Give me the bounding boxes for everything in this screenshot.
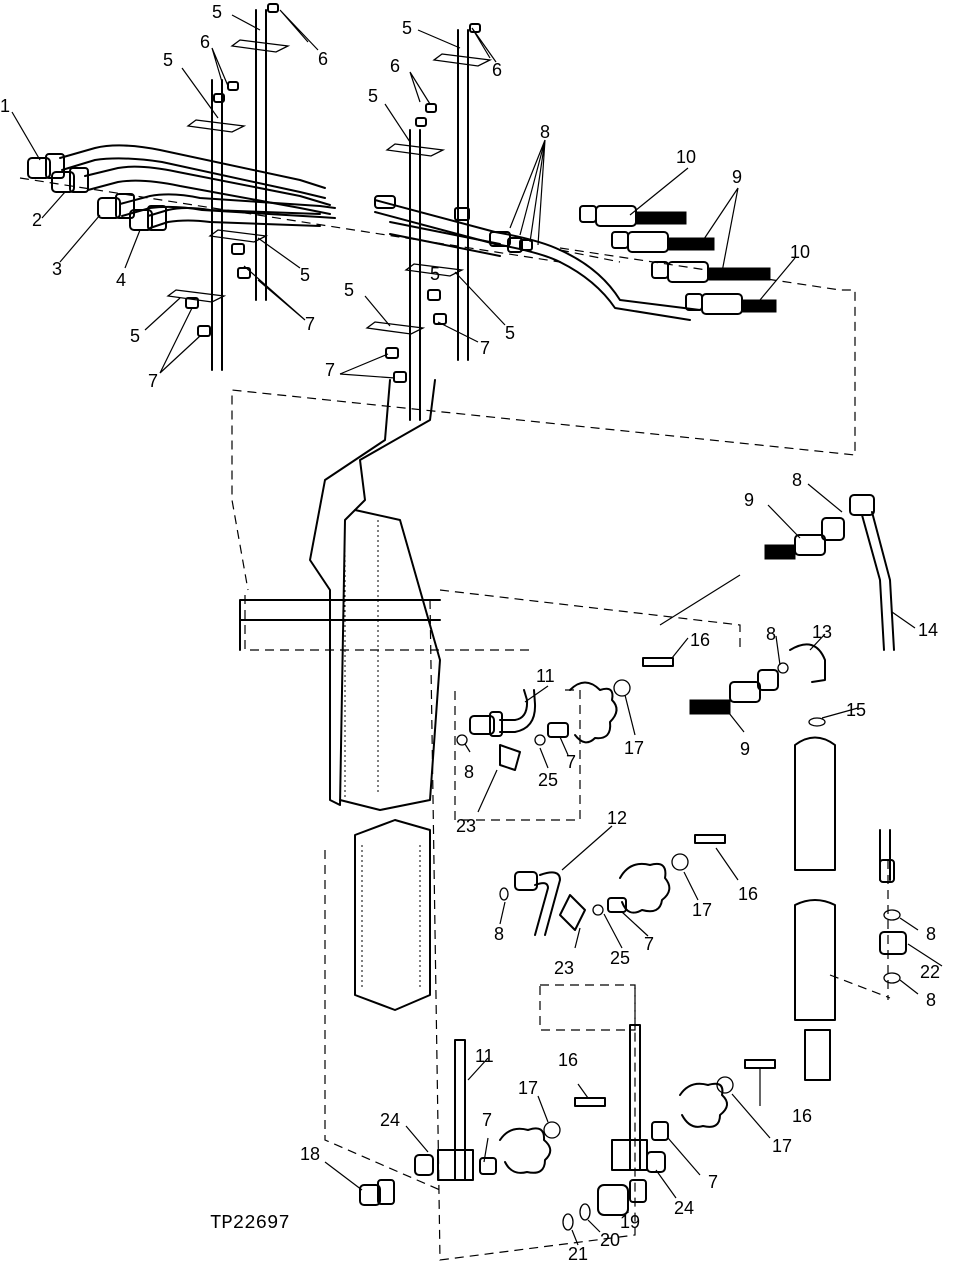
callout-17: 17 xyxy=(772,1136,792,1156)
callout-7: 7 xyxy=(482,1110,492,1130)
tube-fittings-1-4 xyxy=(27,153,167,231)
callout-8: 8 xyxy=(464,762,474,782)
callout-8: 8 xyxy=(926,990,936,1010)
dashed-outlines xyxy=(231,247,891,1261)
callout-3: 3 xyxy=(52,259,62,279)
callout-7: 7 xyxy=(148,371,158,391)
callout-6: 6 xyxy=(390,56,400,76)
callout-9: 9 xyxy=(744,490,754,510)
callout-labels: 1 2 3 4 5 5 5 5 5 5 5 5 5 6 6 6 6 7 7 7 … xyxy=(0,2,940,1264)
right-components xyxy=(659,494,907,1081)
callout-10: 10 xyxy=(790,242,810,262)
bottom-fittings xyxy=(359,1179,647,1231)
callout-16: 16 xyxy=(690,630,710,650)
callout-17: 17 xyxy=(518,1078,538,1098)
hose-assemblies-upper xyxy=(579,205,777,315)
callout-5: 5 xyxy=(344,280,354,300)
callout-5: 5 xyxy=(163,50,173,70)
callout-24: 24 xyxy=(674,1198,694,1218)
callout-5: 5 xyxy=(300,265,310,285)
callout-16: 16 xyxy=(738,884,758,904)
callout-5: 5 xyxy=(212,2,222,22)
callout-5: 5 xyxy=(130,326,140,346)
callout-4: 4 xyxy=(116,270,126,290)
callout-16: 16 xyxy=(558,1050,578,1070)
lever-knobs xyxy=(479,657,776,1175)
callout-23: 23 xyxy=(456,816,476,836)
callout-20: 20 xyxy=(600,1230,620,1250)
callout-7: 7 xyxy=(566,752,576,772)
callout-5: 5 xyxy=(505,323,515,343)
callout-25: 25 xyxy=(538,770,558,790)
callout-19: 19 xyxy=(620,1212,640,1232)
callout-14: 14 xyxy=(918,620,938,640)
callout-8: 8 xyxy=(766,624,776,644)
callout-12: 12 xyxy=(607,808,627,828)
callout-13: 13 xyxy=(812,622,832,642)
callout-5: 5 xyxy=(402,18,412,38)
callout-7: 7 xyxy=(305,314,315,334)
callout-6: 6 xyxy=(318,49,328,69)
callout-1: 1 xyxy=(0,96,10,116)
figure-id: TP22697 xyxy=(210,1212,290,1234)
callout-7: 7 xyxy=(325,360,335,380)
callout-8: 8 xyxy=(926,924,936,944)
callout-2: 2 xyxy=(32,210,42,230)
callout-16: 16 xyxy=(792,1106,812,1126)
steel-tube-lines xyxy=(19,144,701,321)
callout-21: 21 xyxy=(568,1244,588,1264)
callout-leaders xyxy=(11,9,943,1246)
callout-8: 8 xyxy=(792,470,802,490)
callout-17: 17 xyxy=(692,900,712,920)
callout-10: 10 xyxy=(676,147,696,167)
callout-17: 17 xyxy=(624,738,644,758)
callout-18: 18 xyxy=(300,1144,320,1164)
callout-6: 6 xyxy=(200,32,210,52)
callout-8: 8 xyxy=(540,122,550,142)
callout-22: 22 xyxy=(920,962,940,982)
pipe-assemblies-11-12 xyxy=(414,689,666,1181)
callout-8: 8 xyxy=(494,924,504,944)
valve-body xyxy=(239,379,441,1011)
callout-7: 7 xyxy=(708,1172,718,1192)
callout-5: 5 xyxy=(368,86,378,106)
callout-23: 23 xyxy=(554,958,574,978)
callout-11: 11 xyxy=(475,1046,494,1066)
callout-6: 6 xyxy=(492,60,502,80)
callout-7: 7 xyxy=(644,934,654,954)
callout-5: 5 xyxy=(430,264,440,284)
mid-fittings xyxy=(374,195,533,253)
callout-11: 11 xyxy=(536,666,555,686)
callout-24: 24 xyxy=(380,1110,400,1130)
callout-7: 7 xyxy=(480,338,490,358)
callout-25: 25 xyxy=(610,948,630,968)
callout-9: 9 xyxy=(740,739,750,759)
callout-15: 15 xyxy=(846,700,866,720)
callout-9: 9 xyxy=(732,167,742,187)
clamp-studs xyxy=(166,3,493,421)
